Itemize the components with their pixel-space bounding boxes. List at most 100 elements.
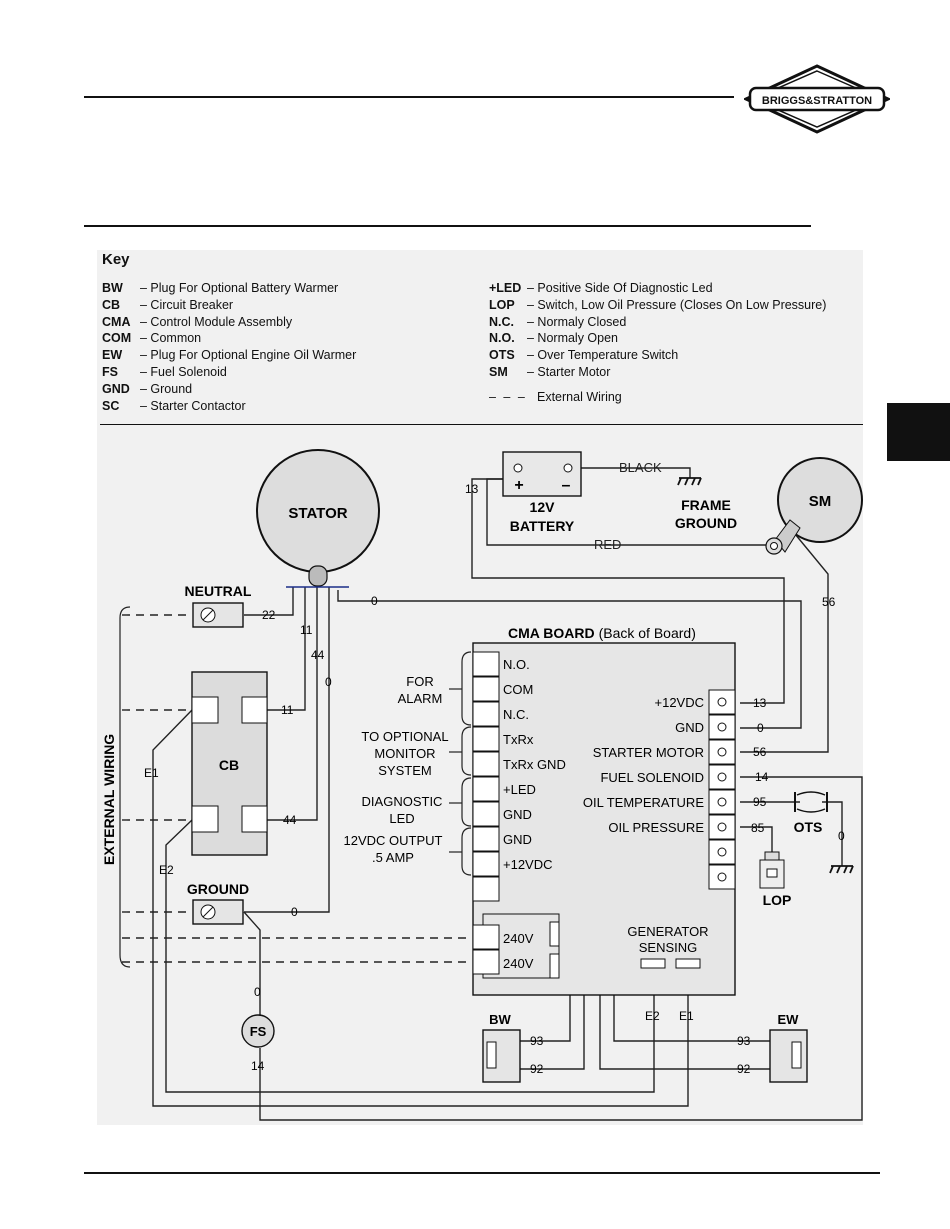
terminal-screw-icon — [717, 822, 727, 832]
battery-minus: – — [562, 477, 571, 494]
wire-44 — [267, 587, 318, 821]
fs-label: FS — [250, 1024, 267, 1039]
wire-0-ground-label: 0 — [291, 905, 298, 919]
cma-right-terminal-label: STARTER MOTOR — [593, 745, 704, 760]
key-row: COM – Common — [102, 331, 201, 345]
cma-left-terminal-block — [472, 826, 500, 852]
e1-sense-label: E1 — [679, 1009, 694, 1023]
v240-label-1: 240V — [503, 931, 534, 946]
wire-13-battery — [471, 478, 785, 704]
cma-left-terminal-label: TxRx — [503, 732, 534, 747]
key-desc: – Normaly Closed — [527, 314, 627, 329]
wire-92-ew-label: 92 — [737, 1062, 751, 1076]
ew-label: EW — [778, 1012, 800, 1027]
key-row: FS– Fuel Solenoid — [102, 365, 227, 379]
lop-switch: LOP — [759, 851, 792, 908]
red-wire-label: RED — [594, 537, 621, 552]
ground-label: GROUND — [187, 881, 249, 897]
frame-ground-icon — [677, 477, 702, 486]
led-label-2: LED — [389, 811, 414, 826]
wire-fs — [243, 911, 261, 1015]
key-row: N.O.– Normaly Open — [489, 331, 618, 345]
external-wiring-brace — [119, 606, 131, 968]
cma-left-terminal-label: GND — [503, 807, 532, 822]
cma-left-terminal-block — [472, 851, 500, 877]
key-desc: – Positive Side Of Diagnostic Led — [527, 281, 713, 295]
e2-label: E2 — [159, 863, 174, 877]
wire-85-label: 85 — [751, 821, 765, 835]
cma-right-terminal-label: OIL PRESSURE — [608, 820, 704, 835]
ots-ground-icon — [829, 865, 854, 874]
key-desc: – Switch, Low Oil Pressure (Closes On Lo… — [527, 297, 827, 312]
cma-left-terminal-block — [472, 801, 500, 827]
frame-ground-label-1: FRAME — [681, 497, 731, 513]
key-divider — [100, 424, 863, 425]
wire-e2 — [165, 819, 655, 1093]
terminal-screw-icon — [717, 797, 727, 807]
key-abbr: CMA — [102, 314, 131, 329]
terminal-screw-icon — [717, 772, 727, 782]
battery-label: BATTERY — [510, 518, 575, 534]
starter-motor: SM — [765, 457, 863, 555]
key-row: N.C.– Normaly Closed — [489, 315, 626, 329]
ground-terminal: GROUND — [187, 881, 249, 925]
wire-14-cma-label: 14 — [755, 770, 769, 784]
key-external-wiring: – – –External Wiring — [489, 390, 622, 404]
wire-85 — [740, 826, 773, 852]
lop-label: LOP — [763, 892, 792, 908]
cma-title: CMA BOARD — [508, 625, 595, 641]
cma-right-terminal-block — [708, 714, 736, 740]
key-desc: – Control Module Assembly — [140, 314, 293, 329]
monitor-label-1: TO OPTIONAL — [361, 729, 448, 744]
wire-11 — [267, 587, 306, 711]
wire-0-cma-label: 0 — [371, 594, 378, 608]
cma-right-terminal-label: FUEL SOLENOID — [600, 770, 704, 785]
cma-left-terminal-block — [472, 751, 500, 777]
section-tab — [887, 403, 950, 461]
battery: + – 12V BATTERY — [502, 451, 582, 534]
wire-22 — [244, 587, 294, 616]
wire-44-cb-label: 44 — [283, 813, 297, 827]
key-external-wiring-label: External Wiring — [537, 390, 622, 404]
cma-left-terminal-block — [472, 726, 500, 752]
battery-label-12v: 12V — [530, 499, 556, 515]
key-desc: – Common — [140, 331, 202, 346]
cma-left-terminal-label: COM — [503, 682, 533, 697]
terminal-screw-icon — [717, 697, 727, 707]
external-wiring-dashes — [122, 614, 472, 963]
wire-13-top-label: 13 — [465, 482, 479, 496]
cma-left-terminal-label: +12VDC — [503, 857, 553, 872]
key-desc: – Plug For Optional Engine Oil Warmer — [140, 348, 357, 363]
key-abbr: COM — [102, 331, 132, 346]
cb-label: CB — [219, 757, 239, 773]
wire-14 — [259, 776, 863, 1121]
battery-warmer-plug: BW — [482, 1012, 521, 1083]
key-abbr: +LED — [489, 281, 522, 295]
cma-left-terminal-label: +LED — [503, 782, 536, 797]
neutral-label: NEUTRAL — [185, 583, 252, 599]
cma-right-terminal-label: +12VDC — [655, 695, 705, 710]
wire-0-ots-label: 0 — [838, 829, 845, 843]
output-label-1: 12VDC OUTPUT — [344, 833, 443, 848]
wire-0-gnd-label: 0 — [757, 721, 764, 735]
cma-left-terminal-label: GND — [503, 832, 532, 847]
key-abbr: BW — [102, 281, 123, 295]
cma-board: CMA BOARD(Back of Board) N.O.COMN.C.TxRx… — [472, 625, 736, 996]
wire-95-label: 95 — [753, 795, 767, 809]
cma-left-terminal-block — [472, 676, 500, 702]
e1-label: E1 — [144, 766, 159, 780]
cma-left-terminal-block — [472, 776, 500, 802]
key-row: EW– Plug For Optional Engine Oil Warmer — [102, 348, 356, 362]
output-label-2: .5 AMP — [372, 850, 414, 865]
cma-subtitle: (Back of Board) — [599, 625, 696, 641]
wire-56-cma-label: 56 — [753, 745, 767, 759]
key-abbr: SM — [489, 365, 508, 379]
cma-left-terminal-block — [472, 876, 500, 902]
cma-left-terminal-label: N.C. — [503, 707, 529, 722]
wire-44-stator-label: 44 — [311, 648, 325, 662]
led-label-1: DIAGNOSTIC — [362, 794, 443, 809]
key-desc: – Plug For Optional Battery Warmer — [140, 281, 339, 295]
section-rule — [84, 225, 811, 227]
wire-14-fs-label: 14 — [251, 1059, 265, 1073]
